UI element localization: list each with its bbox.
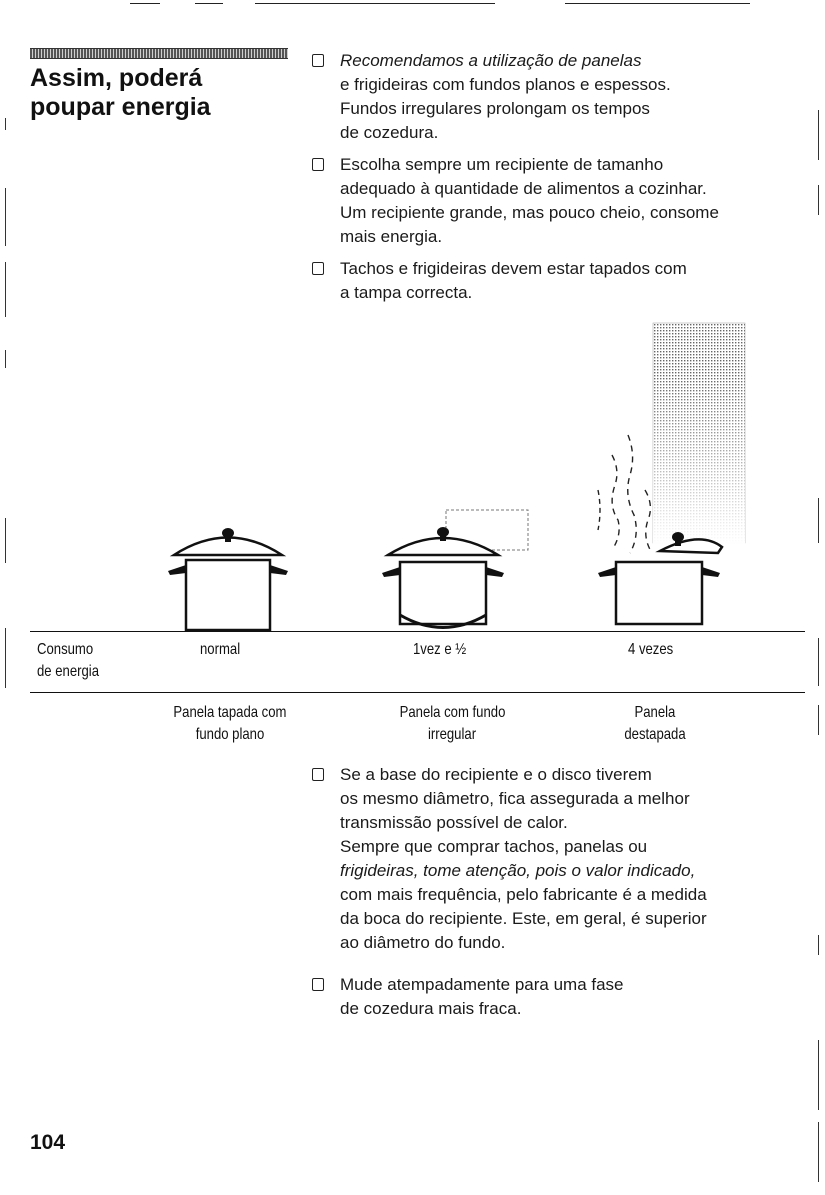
tip-text: com mais frequência, pelo fabricante é a… xyxy=(340,885,707,904)
tip-text: Se a base do recipiente e o disco tivere… xyxy=(340,765,652,784)
value-one-and-half: 1vez e ½ xyxy=(413,641,467,658)
tip-text: transmissão possível de calor. xyxy=(340,813,568,832)
tip-text: Um recipiente grande, mas pouco cheio, c… xyxy=(340,203,719,222)
tip-text: Escolha sempre um recipiente de tamanho xyxy=(340,155,664,174)
checkbox-bullet-icon xyxy=(312,54,324,67)
margin-mark xyxy=(818,1040,819,1110)
top-edge-line xyxy=(565,3,750,4)
caption-rule xyxy=(30,692,805,693)
tip-item: Escolha sempre um recipiente de tamanho … xyxy=(312,153,792,249)
caption-pot-3: Panela destapada xyxy=(580,701,730,746)
checkbox-bullet-icon xyxy=(312,262,324,275)
tip-text: Mude atempadamente para uma fase xyxy=(340,975,624,994)
margin-mark xyxy=(818,498,819,543)
tip-item: Mude atempadamente para uma fase de coze… xyxy=(312,973,792,1021)
caption-pot-2: Panela com fundo irregular xyxy=(372,701,532,746)
hob-line xyxy=(30,631,805,632)
margin-mark xyxy=(818,705,819,735)
tip-text: frigideiras, tome atenção, pois o valor … xyxy=(340,861,696,880)
value-four-times: 4 vezes xyxy=(628,641,674,658)
tip-text: a tampa correcta. xyxy=(340,283,473,302)
tip-item: Se a base do recipiente e o disco tivere… xyxy=(312,763,792,955)
tip-text: Tachos e frigideiras devem estar tapados… xyxy=(340,259,687,278)
tip-text: Recomendamos a utilização de panelas xyxy=(340,51,642,70)
margin-mark xyxy=(5,188,6,246)
tips-list-top: Recomendamos a utilização de panelas e f… xyxy=(312,49,792,313)
checkbox-bullet-icon xyxy=(312,768,324,781)
tip-item: Recomendamos a utilização de panelas e f… xyxy=(312,49,792,145)
pot-covered-flat xyxy=(168,528,288,632)
energy-label: Consumo de energia xyxy=(37,639,99,683)
top-edge-line xyxy=(195,3,223,4)
heading-line: Assim, poderá xyxy=(30,64,203,92)
value-normal: normal xyxy=(200,641,241,658)
heading-bar xyxy=(30,48,288,59)
top-edge-line xyxy=(130,3,160,4)
margin-mark xyxy=(818,185,819,215)
tip-text: os mesmo diâmetro, fica assegurada a mel… xyxy=(340,789,690,808)
tip-text: de cozedura mais fraca. xyxy=(340,999,522,1018)
margin-mark xyxy=(818,1122,819,1182)
checkbox-bullet-icon xyxy=(312,978,324,991)
margin-mark xyxy=(818,638,819,686)
pots-illustration xyxy=(168,322,746,632)
tip-text: Fundos irregulares prolongam os tempos xyxy=(340,99,650,118)
caption-line: Panela xyxy=(634,704,676,721)
caption-line: irregular xyxy=(427,726,477,743)
margin-mark xyxy=(818,110,819,160)
energy-label-line: Consumo xyxy=(37,641,94,658)
margin-mark xyxy=(5,118,6,130)
tip-text: e frigideiras com fundos planos e espess… xyxy=(340,75,671,94)
pot-covered-uneven xyxy=(382,509,529,629)
tip-text: da boca do recipiente. Este, em geral, é… xyxy=(340,909,707,928)
caption-pot-1: Panela tapada com fundo plano xyxy=(150,701,310,746)
pot-uncovered xyxy=(597,322,746,626)
margin-mark xyxy=(818,935,819,955)
tip-text: de cozedura. xyxy=(340,123,439,142)
caption-line: Panela tapada com xyxy=(173,704,287,721)
caption-line: destapada xyxy=(624,726,686,743)
section-heading: Assim, poderá poupar energia xyxy=(30,64,300,122)
margin-mark xyxy=(5,628,6,688)
energy-label-line: de energia xyxy=(37,663,100,680)
top-edge-line xyxy=(255,3,495,4)
tip-text: adequado à quantidade de alimentos a coz… xyxy=(340,179,707,198)
margin-mark xyxy=(5,350,6,368)
margin-mark xyxy=(5,262,6,317)
heading-line: poupar energia xyxy=(30,93,211,121)
tips-list-bottom: Se a base do recipiente e o disco tivere… xyxy=(312,763,792,1029)
checkbox-bullet-icon xyxy=(312,158,324,171)
tip-text: ao diâmetro do fundo. xyxy=(340,933,506,952)
page-number: 104 xyxy=(30,1131,66,1154)
caption-line: fundo plano xyxy=(195,726,265,743)
tip-text: Sempre que comprar tachos, panelas ou xyxy=(340,837,648,856)
tip-text: mais energia. xyxy=(340,227,443,246)
tip-item: Tachos e frigideiras devem estar tapados… xyxy=(312,257,792,305)
caption-line: Panela com fundo xyxy=(399,704,505,721)
margin-mark xyxy=(5,518,6,563)
